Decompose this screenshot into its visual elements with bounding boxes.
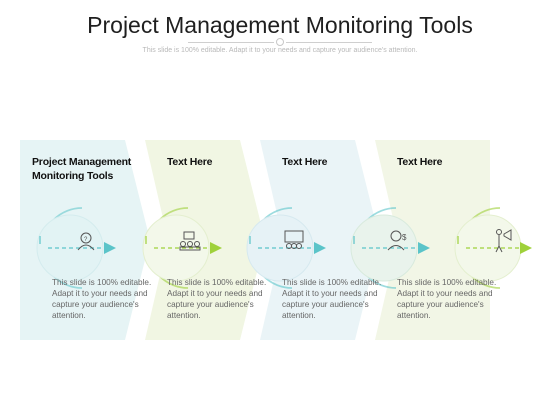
user-question-icon: ? — [77, 232, 95, 251]
step-4-graphic: $ — [350, 207, 430, 289]
person-dollar-icon: $ — [387, 230, 407, 251]
step-2-graphic — [142, 207, 222, 289]
column-1-heading: Project Management Monitoring Tools — [32, 156, 132, 182]
chevron-3 — [260, 140, 380, 340]
column-4-heading: Text Here — [397, 156, 443, 168]
svg-text:$: $ — [402, 233, 407, 242]
title-divider-left — [188, 42, 274, 43]
column-4-body: This slide is 100% editable. Adapt it to… — [397, 278, 497, 320]
page-title: Project Management Monitoring Tools — [87, 12, 473, 38]
column-3-heading: Text Here — [282, 156, 328, 168]
title-divider-right — [286, 42, 372, 43]
column-3-body: This slide is 100% editable. Adapt it to… — [282, 278, 382, 320]
page-subtitle: This slide is 100% editable. Adapt it to… — [142, 47, 418, 54]
step-3-graphic — [246, 207, 326, 289]
column-1-body: This slide is 100% editable. Adapt it to… — [52, 278, 152, 320]
step-5-graphic — [454, 207, 532, 289]
title-divider-dot — [276, 38, 284, 46]
column-2-body: This slide is 100% editable. Adapt it to… — [167, 278, 267, 320]
svg-text:?: ? — [84, 237, 88, 243]
column-2-heading: Text Here — [167, 156, 213, 168]
step-1-graphic: ? — [36, 207, 116, 289]
team-meeting-icon — [179, 231, 201, 251]
chevron-4 — [375, 140, 490, 340]
megaphone-person-icon — [495, 229, 512, 253]
presentation-board-icon — [284, 230, 304, 249]
